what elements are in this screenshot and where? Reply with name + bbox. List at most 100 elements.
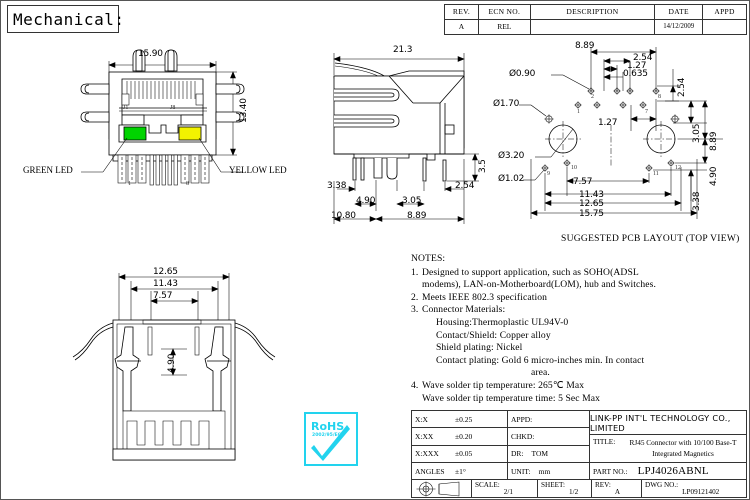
rohs-logo: RoHS 2002/95/EC xyxy=(304,412,358,466)
chkd-row: CHKD: xyxy=(508,428,589,446)
pcb-hole-num-10: 10 xyxy=(571,165,577,171)
tolerance-row-angles: ANGLES ±1° xyxy=(412,463,507,479)
pcb-layout-drawing xyxy=(501,39,749,239)
unit-value: mm xyxy=(538,466,551,476)
rohs-check-icon xyxy=(311,425,350,461)
note-item-4: 4. Wave solder tip temperature: 265℃ Max xyxy=(411,380,749,393)
unit-key: UNIT: xyxy=(511,466,531,476)
yellow-led-indicator xyxy=(178,126,202,141)
pin-label-8: 8 xyxy=(186,181,189,187)
scale-field: SCALE: 2/1 xyxy=(472,480,538,497)
note-3-line-2: Housing:Thermoplastic UL94V-0 xyxy=(436,316,569,328)
yellow-led-label: YELLOW LED xyxy=(229,165,287,175)
tolerance-1-key: X:X xyxy=(415,414,428,424)
side-dim-338: 3.38 xyxy=(327,181,347,191)
tolerance-row-xxx: X:XX ±0.20 xyxy=(412,428,507,446)
pcb-dia-090: Ø0.90 xyxy=(509,69,536,79)
date-cell: 14/12/2009 xyxy=(654,19,704,35)
desc-cell xyxy=(529,19,656,35)
first-angle-projection-icon xyxy=(416,481,460,497)
rohs-directive-text: 2002/95/EC xyxy=(312,432,342,438)
side-dim-254: 2.54 xyxy=(455,181,475,191)
pcb-hole-num-1: 1 xyxy=(577,109,580,115)
appd-col-header: APPD xyxy=(702,4,747,20)
pcb-dim-305: 3.05 xyxy=(692,123,702,143)
tolerance-3-key: X:XXX xyxy=(415,449,439,459)
note-3-line-6: area. xyxy=(531,367,550,379)
pin-label-j8: J8 xyxy=(170,105,176,111)
drawing-title-row: TITLE: RJ45 Connector with 10/100 Base-T… xyxy=(590,435,746,463)
ecn-cell: REL xyxy=(477,19,531,35)
bottom-dim-1143: 11.43 xyxy=(153,279,178,289)
pcb-dim-127-mid: 1.27 xyxy=(598,118,618,128)
rev-field: REV: A xyxy=(592,480,642,497)
pcb-dim-338: 3.38 xyxy=(692,191,702,211)
green-led-label: GREEN LED xyxy=(23,165,73,175)
appd-cell xyxy=(702,19,747,35)
pcb-dim-1265: 12.65 xyxy=(579,199,604,209)
rohs-text: RoHS xyxy=(311,420,344,433)
pcb-hole-num-9: 9 xyxy=(547,171,550,177)
dwg-number-field: DWG NO.: LP09121402 xyxy=(642,480,746,497)
pcb-dim-757: 7.57 xyxy=(573,177,593,187)
rev-cell: A xyxy=(444,19,479,35)
green-led-indicator xyxy=(123,126,147,141)
bottom-dim-757: 7.57 xyxy=(153,291,173,301)
tolerance-4-value: ±1° xyxy=(455,466,466,476)
note-2-line-1: Meets IEEE 802.3 specification xyxy=(422,291,548,303)
pcb-dim-254-right: 2.54 xyxy=(677,77,687,97)
pcb-dim-889-top: 8.89 xyxy=(575,41,595,51)
side-view-length-dim: 21.3 xyxy=(393,45,413,55)
pin-label-1: 1 xyxy=(128,181,131,187)
revision-row: A REL 14/12/2009 xyxy=(444,19,747,35)
note-1-line-1: Designed to support application, such as… xyxy=(422,266,639,278)
pcb-dim-1143: 11.43 xyxy=(579,190,604,200)
title-line-1: RJ45 Connector with 10/100 Base-T xyxy=(629,438,737,447)
unit-row: UNIT: mm xyxy=(508,463,589,479)
rev-value: A xyxy=(614,488,621,496)
date-col-header: DATE xyxy=(654,4,704,20)
scale-key: SCALE: xyxy=(475,481,500,490)
sheet-key: SHEET: xyxy=(541,481,565,490)
notes-heading: NOTES: xyxy=(411,253,446,264)
side-dim-305: 3.05 xyxy=(402,196,422,206)
note-item-2: 2. Meets IEEE 802.3 specification xyxy=(411,292,749,305)
ecn-col-header: ECN NO. xyxy=(477,4,531,20)
tolerance-2-key: X:XX xyxy=(415,432,434,442)
notes-block: NOTES: 1. Designed to support applicatio… xyxy=(411,253,749,405)
pcb-dia-320: Ø3.20 xyxy=(498,151,525,161)
pcb-dim-127: 1.27 xyxy=(627,61,647,71)
pcb-dim-889-right: 8.89 xyxy=(709,131,719,151)
front-view-width-dim: 15.90 xyxy=(138,49,163,59)
note-3-line-4: Shield plating: Nickel xyxy=(436,342,523,354)
chkd-key: CHKD: xyxy=(511,432,535,442)
bottom-dim-490: 4.90 xyxy=(167,353,177,373)
dr-key: DR: xyxy=(511,449,524,459)
tolerance-4-key: ANGLES xyxy=(415,466,445,476)
sheet-field: SHEET: 1/2 xyxy=(538,480,592,497)
revision-table: REV. ECN NO. DESCRIPTION DATE APPD A REL… xyxy=(444,4,747,35)
note-3-line-3: Contact/Shield: Copper alloy xyxy=(436,329,551,341)
rev-col-header: REV. xyxy=(444,4,479,20)
note-3-line-5: Contact plating: Gold 6 micro-inches min… xyxy=(436,354,645,366)
title-line-2: Integrated Magnetics xyxy=(652,449,714,458)
side-view-tail-height-dim: 3.5 xyxy=(478,159,488,173)
note-item-3: 3. Connector Materials: xyxy=(411,304,749,317)
dwg-value: LP09121402 xyxy=(682,488,720,496)
side-dim-889: 8.89 xyxy=(407,211,427,221)
note-4-number: 4. xyxy=(411,379,419,391)
note-1-number: 1. xyxy=(411,266,419,278)
note-item-1: 1. Designed to support application, such… xyxy=(411,267,749,280)
pcb-hole-num-7: 7 xyxy=(645,109,648,115)
mechanical-label: Mechanical: xyxy=(13,9,125,29)
pcb-dim-254: 2.54 xyxy=(633,53,653,63)
pcb-dim-0635: 0.635 xyxy=(623,69,648,79)
bottom-view-drawing xyxy=(71,263,291,468)
front-view-drawing xyxy=(61,39,311,199)
pcb-hole-num-12: 12 xyxy=(675,165,681,171)
pcb-dia-170: Ø1.70 xyxy=(493,99,520,109)
tolerance-3-value: ±0.05 xyxy=(455,449,473,459)
part-number-key: PART NO.: xyxy=(593,466,628,476)
pin-label-j1: J1 xyxy=(123,105,129,111)
